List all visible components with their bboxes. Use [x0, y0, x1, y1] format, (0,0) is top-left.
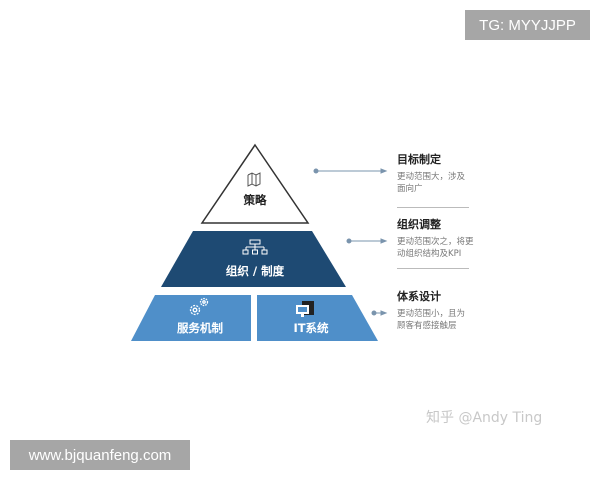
strategy-label: 策略: [243, 193, 267, 207]
org-chart-icon: [242, 239, 268, 255]
level-title: 目标制定: [397, 153, 441, 166]
level-desc: 更动范围大，涉及面向广: [397, 172, 466, 194]
level-system: 体系设计 更动范围小，且为顾客有感接触层: [397, 288, 473, 332]
pyramid-bottom-right-it: [257, 295, 378, 341]
top-right-watermark: TG: MYYJJPP: [465, 10, 590, 40]
pyramid-bottom-left-service: [131, 295, 251, 341]
divider: [397, 268, 469, 269]
map-icon: [247, 172, 261, 187]
zhihu-watermark: 知乎 @Andy Ting: [426, 410, 543, 426]
bottom-left-watermark: www.bjquanfeng.com: [10, 440, 190, 470]
level-arrow-3: [371, 310, 388, 316]
level-arrow-2: [346, 238, 388, 244]
gears-icon: [189, 297, 209, 316]
level-title: 组织调整: [397, 218, 441, 231]
service-mechanism-label: 服务机制: [177, 321, 223, 335]
level-desc: 更动范围小，且为顾客有感接触层: [397, 309, 466, 331]
divider: [397, 207, 469, 208]
it-system-label: IT系统: [293, 321, 329, 335]
pyramid-middle-organization: [161, 231, 346, 287]
level-organization: 组织调整 更动范围次之，将更动组织结构及KPI: [397, 216, 479, 260]
level-title: 体系设计: [397, 290, 441, 303]
pyramid-top-strategy: [200, 143, 310, 224]
level-goal: 目标制定 更动范围大，涉及面向广: [397, 151, 469, 195]
organization-label: 组织 / 制度: [225, 264, 285, 278]
computer-icon: [296, 301, 314, 317]
level-desc: 更动范围次之，将更动组织结构及KPI: [397, 237, 474, 259]
level-arrow-1: [313, 168, 388, 174]
